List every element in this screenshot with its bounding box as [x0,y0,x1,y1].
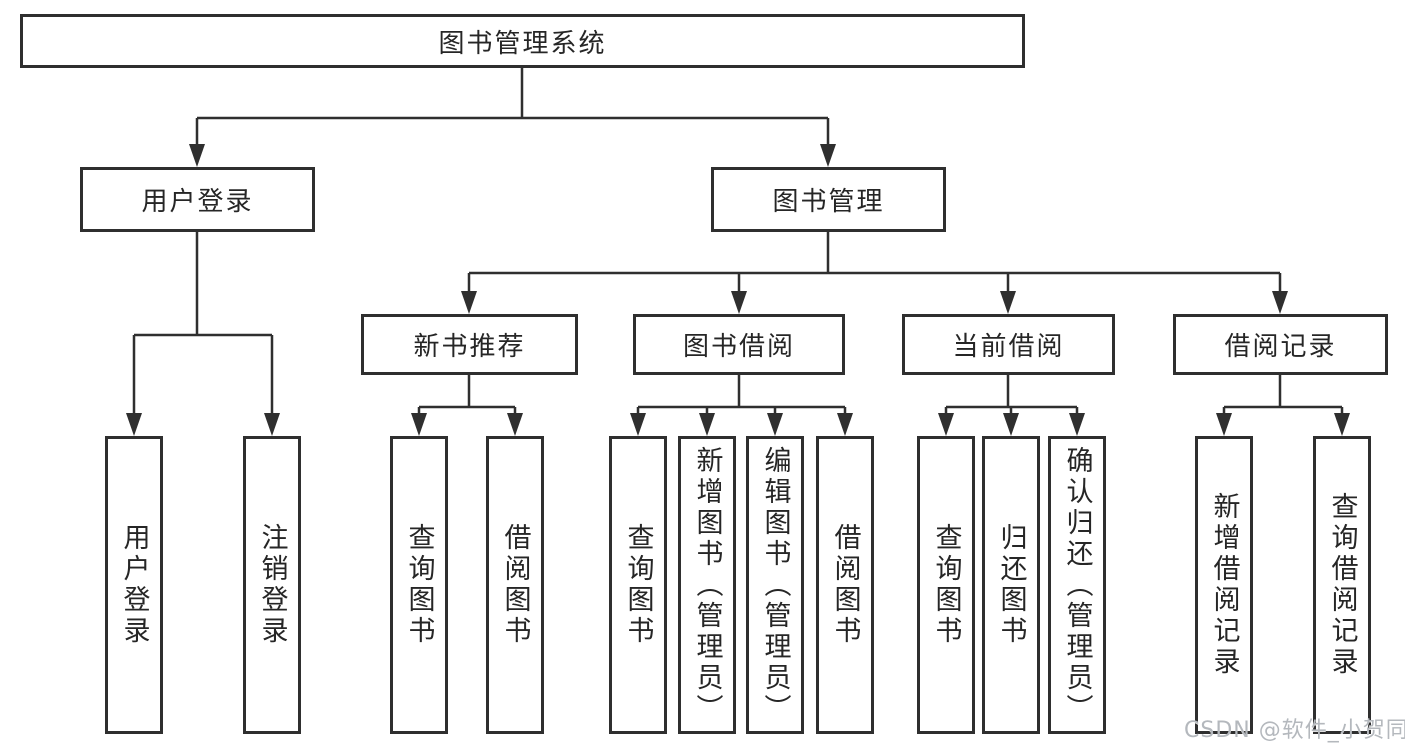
leaf-user-login-label: 用户登录 [118,523,150,647]
node-new-book-recommend-label: 新书推荐 [413,332,526,362]
leaf-edit-book-admin-label: 编辑图书（管理员） [759,445,791,725]
node-book-management: 图书管理 [711,167,946,232]
arrowhead [411,413,427,436]
leaf-add-borrow-record-label: 新增借阅记录 [1208,492,1240,678]
leaf-query-borrow-record: 查询借阅记录 [1313,436,1371,734]
node-current-borrowing-label: 当前借阅 [952,332,1065,362]
leaf-add-book-admin-label: 新增图书（管理员） [691,445,723,725]
node-book-borrowing: 图书借阅 [633,314,845,375]
leaf-query-books-borrowing-label: 查询图书 [622,523,654,647]
leaf-confirm-return-admin: 确认归还（管理员） [1048,436,1106,734]
arrowhead [820,144,836,167]
leaf-borrow-books-borrowing: 借阅图书 [816,436,874,734]
node-new-book-recommend: 新书推荐 [361,314,578,375]
leaf-query-books-recommend: 查询图书 [390,436,448,734]
leaf-query-books-current-label: 查询图书 [930,523,962,647]
leaf-borrow-books-borrowing-label: 借阅图书 [829,523,861,647]
leaf-add-book-admin: 新增图书（管理员） [678,436,736,734]
arrowhead [1272,291,1288,314]
arrowhead [837,413,853,436]
leaf-logout: 注销登录 [243,436,301,734]
leaf-user-login: 用户登录 [105,436,163,734]
leaf-borrow-books-recommend: 借阅图书 [486,436,544,734]
node-root-label: 图书管理系统 [438,28,607,59]
leaf-confirm-return-admin-label: 确认归还（管理员） [1061,445,1093,725]
leaf-return-book: 归还图书 [982,436,1040,734]
node-book-management-label: 图书管理 [772,187,885,217]
arrowhead [1216,413,1232,436]
leaf-add-borrow-record: 新增借阅记录 [1195,436,1253,734]
leaf-logout-label: 注销登录 [256,523,288,647]
arrowhead [461,291,477,314]
leaf-edit-book-admin: 编辑图书（管理员） [746,436,804,734]
arrowhead [1069,413,1085,436]
arrowheads [126,144,1350,436]
arrowhead [1334,413,1350,436]
node-user-login: 用户登录 [80,167,315,232]
arrowhead [507,413,523,436]
arrowhead [126,413,142,436]
arrowhead [767,413,783,436]
leaf-query-borrow-record-label: 查询借阅记录 [1326,492,1358,678]
leaf-borrow-books-recommend-label: 借阅图书 [499,523,531,647]
arrowhead [630,413,646,436]
leaf-return-book-label: 归还图书 [995,523,1027,647]
node-borrowing-records-label: 借阅记录 [1224,332,1337,362]
tree-edges [132,68,1344,414]
node-borrowing-records: 借阅记录 [1173,314,1388,375]
arrowhead [699,413,715,436]
arrowhead [1003,413,1019,436]
arrowhead [189,144,205,167]
arrowhead [938,413,954,436]
node-user-login-label: 用户登录 [141,187,254,217]
leaf-query-books-current: 查询图书 [917,436,975,734]
watermark: CSDN @软件_小贺同学 [1184,718,1405,743]
leaf-query-books-recommend-label: 查询图书 [403,523,435,647]
arrowhead [264,413,280,436]
node-book-borrowing-label: 图书借阅 [682,332,795,362]
arrowhead [731,291,747,314]
node-root: 图书管理系统 [20,14,1025,68]
node-current-borrowing: 当前借阅 [902,314,1115,375]
arrowhead [1000,291,1016,314]
leaf-query-books-borrowing: 查询图书 [609,436,667,734]
